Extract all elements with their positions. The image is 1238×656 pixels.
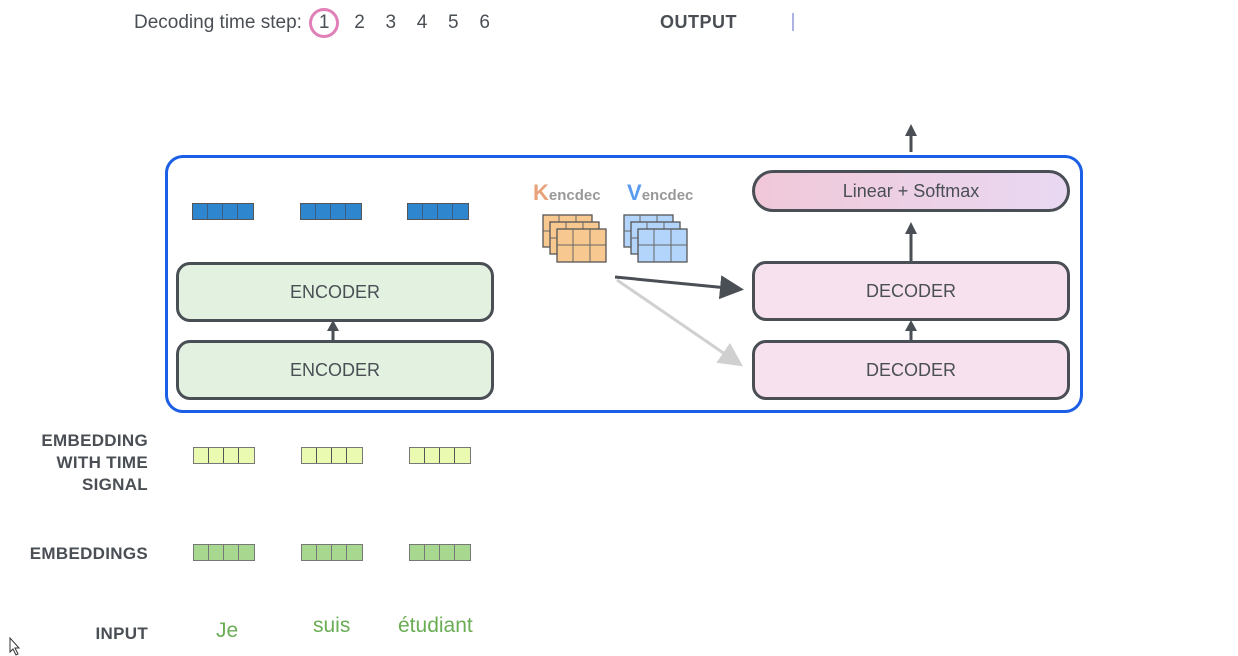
k-letter: K [533, 180, 549, 205]
encoder-bottom[interactable]: ENCODER [176, 340, 494, 400]
step-5[interactable]: 5 [448, 12, 459, 33]
encoder-decoder-stack [165, 155, 1083, 413]
v-matrix-stack-icon [623, 214, 688, 263]
mouse-pointer-icon [9, 636, 21, 656]
arrow-decoder-to-linear [905, 222, 917, 261]
embedding-with-time-signal-label: EMBEDDING WITH TIME SIGNAL [41, 430, 148, 496]
encoder-output-vector-3 [407, 203, 469, 220]
arrow-kv-to-decoder-top [614, 275, 744, 300]
k-encdec-label: Kencdec [533, 180, 601, 206]
decoder-bottom[interactable]: DECODER [752, 340, 1070, 400]
input-word-3: étudiant [398, 614, 473, 637]
time-signal-vector-1 [193, 447, 255, 464]
v-subscript: encdec [641, 187, 694, 204]
input-word-1: Je [216, 619, 239, 642]
label-line-2: WITH TIME [56, 453, 148, 472]
input-word-2: suis [313, 614, 351, 637]
label-line-3: SIGNAL [81, 475, 148, 494]
embedding-vector-3 [409, 544, 471, 561]
k-matrix-stack-icon [542, 214, 607, 263]
label-line-1: EMBEDDING [41, 431, 148, 450]
encoder-top[interactable]: ENCODER [176, 262, 494, 322]
decoding-time-steps: Decoding time step: 1 2 3 4 5 6 [134, 8, 498, 38]
step-6[interactable]: 6 [479, 12, 490, 33]
decoder-top[interactable]: DECODER [752, 261, 1070, 321]
embeddings-label: EMBEDDINGS [29, 544, 148, 563]
step-3[interactable]: 3 [385, 12, 397, 33]
input-label: INPUT [95, 624, 148, 643]
step-2[interactable]: 2 [354, 12, 365, 33]
v-encdec-label: Vencdec [627, 180, 693, 206]
arrow-encoder-up [327, 320, 339, 340]
arrow-output-up [905, 124, 917, 152]
time-signal-vector-3 [409, 447, 471, 464]
arrow-kv-to-decoder-bottom [616, 278, 743, 367]
decoding-label: Decoding time step: [134, 12, 302, 33]
arrow-decoder-up [905, 320, 917, 340]
step-1-active[interactable]: 1 [309, 8, 340, 38]
step-4[interactable]: 4 [416, 12, 428, 33]
time-signal-vector-2 [301, 447, 363, 464]
output-label: OUTPUT [660, 12, 737, 32]
encoder-output-vector-2 [300, 203, 362, 220]
k-subscript: encdec [548, 187, 601, 204]
linear-softmax-layer[interactable]: Linear + Softmax [752, 170, 1070, 212]
output-text-cursor [792, 13, 794, 31]
embedding-vector-1 [193, 544, 255, 561]
embedding-vector-2 [301, 544, 363, 561]
v-letter: V [627, 180, 642, 205]
encoder-output-vector-1 [192, 203, 254, 220]
